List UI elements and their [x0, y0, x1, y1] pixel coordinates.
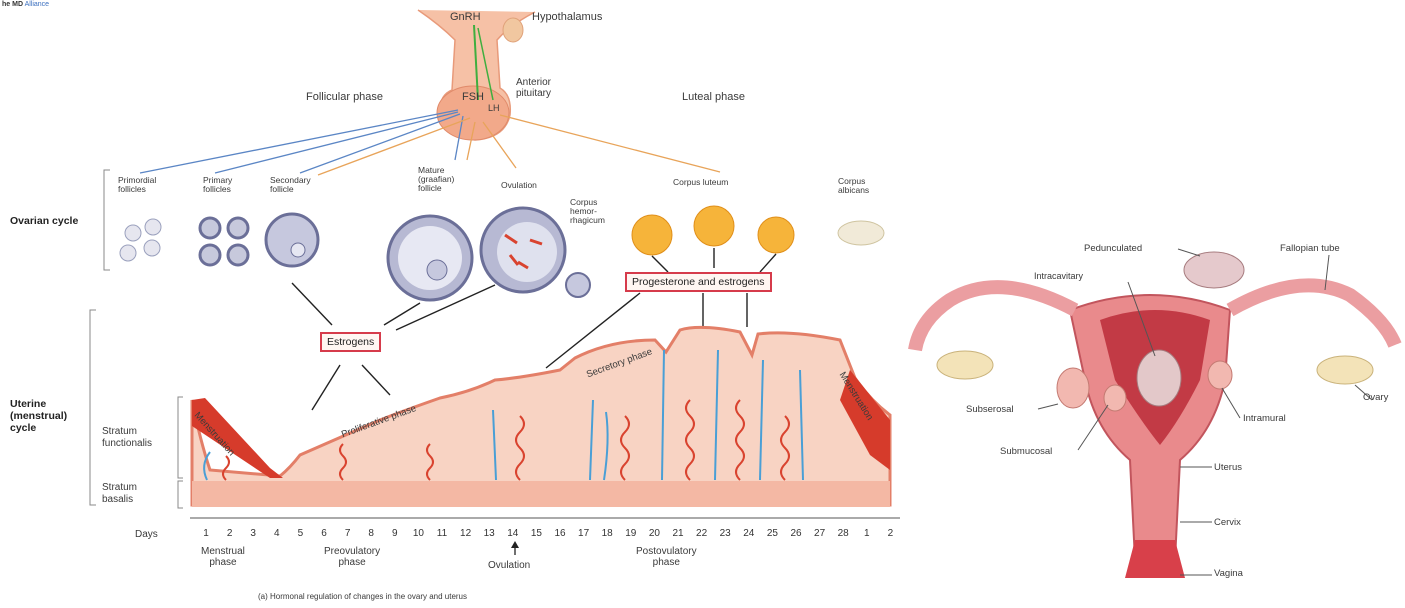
day-tick-label: 10 [408, 528, 428, 539]
fsh-arrows [140, 110, 463, 173]
stage-corpus-hemorrhagicum: Corpus hemor- rhagicum [570, 198, 605, 225]
day-tick-label: 26 [786, 528, 806, 539]
day-tick-label: 7 [338, 528, 358, 539]
day-tick-label: 21 [668, 528, 688, 539]
stage-primary: Primary follicles [203, 176, 232, 194]
day-tick-label: 25 [762, 528, 782, 539]
menstrual-phase-label: Menstrual phase [201, 546, 245, 568]
day-tick-label: 23 [715, 528, 735, 539]
ovarian-cycle-title: Ovarian cycle [10, 216, 78, 227]
day-tick-label: 15 [526, 528, 546, 539]
uterine-bracket [90, 310, 96, 505]
uterine-cycle-title: Uterine (menstrual) cycle [10, 398, 67, 434]
day-tick-label: 1 [857, 528, 877, 539]
gnrh-label: GnRH [450, 12, 481, 23]
day-tick-label: 8 [361, 528, 381, 539]
intracavitary-label: Intracavitary [1034, 271, 1083, 282]
endometrium-illustration [192, 327, 890, 507]
stratum-basalis-label: Stratum basalis [102, 482, 137, 506]
functionalis-bracket [178, 397, 183, 478]
lh-label: LH [488, 103, 500, 114]
uterus-label: Uterus [1214, 462, 1242, 473]
stage-ovulation: Ovulation [501, 180, 537, 191]
follicular-phase-label: Follicular phase [306, 92, 383, 103]
day-tick-label: 12 [456, 528, 476, 539]
days-label: Days [135, 529, 158, 540]
day-tick-label: 5 [290, 528, 310, 539]
fallopian-tube-label: Fallopian tube [1280, 243, 1340, 254]
day-tick-label: 14 [503, 528, 523, 539]
day-tick-label: 4 [267, 528, 287, 539]
day-tick-label: 18 [597, 528, 617, 539]
day-tick-label: 2 [880, 528, 900, 539]
day-tick-label: 16 [550, 528, 570, 539]
day-tick-label: 9 [385, 528, 405, 539]
fsh-label: FSH [462, 92, 484, 103]
stage-mature: Mature (graafian) follicle [418, 166, 454, 193]
day-tick-label: 28 [833, 528, 853, 539]
day-tick-label: 6 [314, 528, 334, 539]
secondary-follicle [266, 214, 318, 266]
day-tick-label: 27 [810, 528, 830, 539]
pedunculated-label: Pedunculated [1084, 243, 1142, 254]
lh-arrows [318, 115, 720, 175]
subserosal-label: Subserosal [966, 404, 1014, 415]
day-tick-label: 20 [644, 528, 664, 539]
vagina-label: Vagina [1214, 568, 1243, 579]
day-tick-label: 22 [692, 528, 712, 539]
corpus-albicans-icon [838, 221, 884, 245]
submucosal-label: Submucosal [1000, 446, 1052, 457]
day-tick-label: 19 [621, 528, 641, 539]
stage-secondary: Secondary follicle [270, 176, 311, 194]
hypothalamus-pituitary-illustration [418, 10, 535, 140]
hypothalamus-label: Hypothalamus [532, 12, 602, 23]
preovulatory-phase-label: Preovulatory phase [324, 546, 380, 568]
primordial-follicles [120, 219, 161, 261]
day-tick-label: 13 [479, 528, 499, 539]
day-tick-label: 24 [739, 528, 759, 539]
basalis-bracket [178, 481, 183, 508]
day-tick-label: 3 [243, 528, 263, 539]
intramural-label: Intramural [1243, 413, 1286, 424]
stage-corpus-albicans: Corpus albicans [838, 177, 869, 195]
ovulation-marker-head [511, 541, 519, 548]
day-tick-label: 17 [574, 528, 594, 539]
stage-primordial: Primordial follicles [118, 176, 156, 194]
estrogens-box: Estrogens [320, 332, 381, 352]
corpus-luteum-icons [632, 206, 794, 255]
progesterone-box: Progesterone and estrogens [625, 272, 772, 292]
caption: (a) Hormonal regulation of changes in th… [258, 591, 467, 602]
stratum-functionalis-label: Stratum functionalis [102, 426, 152, 450]
luteal-phase-label: Luteal phase [682, 92, 745, 103]
ovarian-bracket [104, 170, 110, 270]
ovulation-day-label: Ovulation [488, 560, 530, 571]
anterior-pituitary-label: Anterior pituitary [516, 77, 551, 99]
primary-follicles [200, 218, 248, 265]
mature-follicle [388, 216, 472, 300]
day-tick-label: 2 [220, 528, 240, 539]
ovary-label: Ovary [1363, 392, 1388, 403]
postovulatory-phase-label: Postovulatory phase [636, 546, 697, 568]
day-tick-label: 11 [432, 528, 452, 539]
stage-corpus-luteum: Corpus luteum [673, 177, 728, 188]
cervix-label: Cervix [1214, 517, 1241, 528]
day-tick-label: 1 [196, 528, 216, 539]
